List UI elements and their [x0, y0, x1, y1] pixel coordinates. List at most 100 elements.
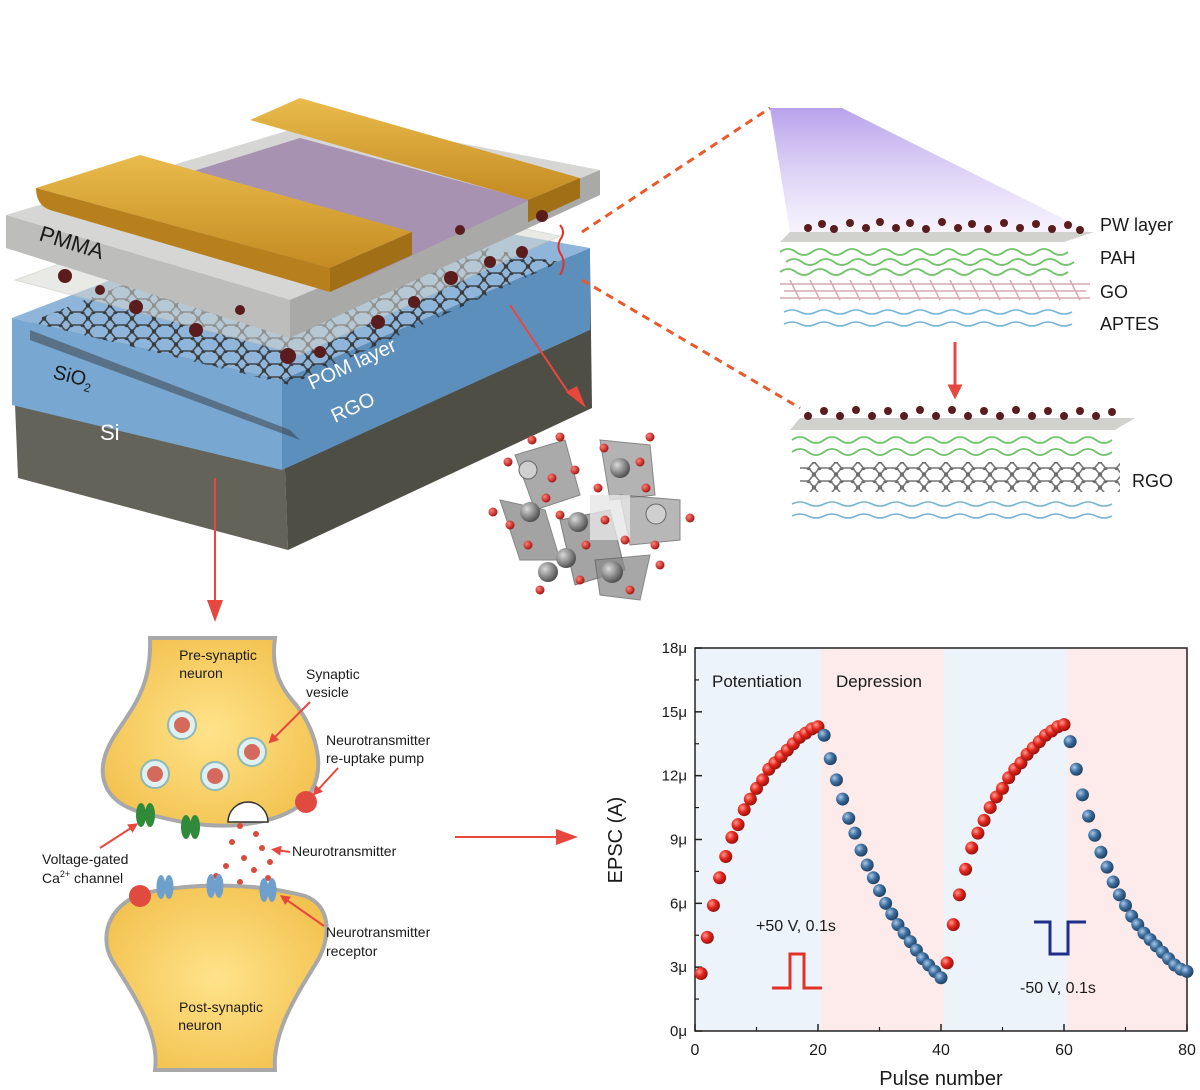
data-point-s2-46 [971, 826, 985, 840]
pah-waves-2 [791, 436, 1113, 456]
x-tick-label-60: 60 [1055, 1042, 1073, 1059]
x-tick-label-80: 80 [1178, 1042, 1196, 1059]
light-beam [770, 108, 1090, 232]
data-point-s1-22 [823, 752, 837, 766]
data-point-s3-63 [1075, 788, 1089, 802]
go-sheets [780, 279, 1090, 301]
pw-particles-2 [804, 406, 1116, 420]
chart-regions [695, 648, 1187, 1031]
data-point-s1-21 [817, 728, 831, 742]
receptor-pointer [279, 895, 325, 927]
data-point-s0-6 [725, 830, 739, 844]
x-axis-label: Pulse number [879, 1068, 1003, 1090]
data-point-s0-1 [694, 967, 708, 981]
positive-pulse-icon [772, 952, 822, 990]
data-point-s1-23 [829, 773, 843, 787]
pom-clusters [58, 210, 548, 364]
data-point-s1-29 [866, 871, 880, 885]
data-point-s0-8 [737, 803, 751, 817]
receptor-label-1: Neurotransmitter [326, 924, 431, 940]
data-point-s2-47 [977, 813, 991, 827]
data-point-s2-44 [959, 862, 973, 876]
reuptake-pump [295, 791, 317, 813]
potentiation-label: Potentiation [712, 672, 802, 691]
data-point-s3-67 [1100, 860, 1114, 874]
pom-molecule [488, 432, 695, 601]
presynaptic-label-2: neuron [179, 665, 223, 681]
pw-layer-label: PW layer [1100, 215, 1173, 235]
pah-waves [779, 248, 1075, 276]
device-to-synapse-arrowhead [207, 600, 223, 622]
data-point-s1-26 [848, 826, 862, 840]
layer-bracket [557, 224, 565, 276]
data-point-s2-45 [965, 841, 979, 855]
vesicle-label-1: Synaptic [306, 666, 360, 682]
chart-points [694, 718, 1194, 985]
pom-zoom-arrowhead [566, 386, 586, 408]
synapse: Pre-synaptic neuron Synaptic vesicle Neu… [42, 636, 431, 1072]
postsynaptic-label-2: neuron [178, 1017, 222, 1033]
sio2-side [282, 248, 590, 470]
data-point-s0-9 [743, 792, 757, 806]
pw-plane-2 [790, 418, 1135, 430]
device-stack: PMMA POM layer RGO SiO2 Si [6, 98, 600, 550]
rgo-edge [30, 330, 300, 440]
pmma-side [290, 170, 600, 338]
x-tick-label-20: 20 [809, 1042, 827, 1059]
region-depression-3 [1067, 648, 1187, 1031]
data-point-s2-48 [983, 801, 997, 815]
data-point-s2-41 [940, 956, 954, 970]
data-point-s3-65 [1088, 828, 1102, 842]
data-point-s3-70 [1119, 898, 1132, 912]
calcium-channels [136, 803, 200, 839]
data-point-s3-80 [1180, 964, 1194, 978]
data-point-s1-24 [836, 792, 850, 806]
data-point-s3-64 [1082, 809, 1096, 823]
presynaptic-label-1: Pre-synaptic [179, 647, 257, 663]
data-point-s1-31 [879, 896, 893, 910]
postsynaptic-cell [104, 883, 329, 1072]
rgo-sheet-2 [800, 462, 1120, 492]
data-point-s2-42 [946, 918, 960, 932]
zoom-line-top [581, 106, 771, 234]
pom-zoom-line [509, 304, 571, 396]
ca-channel-label-1: Voltage-gated [42, 851, 128, 867]
data-point-s1-27 [854, 843, 868, 857]
data-point-s0-7 [731, 818, 745, 832]
data-point-s0-3 [706, 898, 720, 912]
receptor-label-2: receptor [326, 943, 378, 959]
negative-pulse-icon [1034, 920, 1086, 956]
si-label: Si [100, 420, 120, 445]
data-point-s2-43 [952, 888, 966, 902]
go-label: GO [1100, 282, 1128, 302]
data-point-s1-25 [842, 811, 856, 825]
layer-schematic: PW layer PAH GO APTES RGO [770, 108, 1173, 519]
pah-label: PAH [1100, 248, 1136, 268]
postsynaptic-label-1: Post-synaptic [179, 999, 263, 1015]
pw-particles [804, 218, 1084, 234]
pump-label-1: Neurotransmitter [326, 732, 431, 748]
x-tick-label-0: 0 [691, 1042, 700, 1059]
electrode-left [36, 155, 412, 292]
region-potentiation-0 [695, 648, 822, 1031]
y-tick-label-18: 18μ [662, 640, 687, 657]
data-point-s2-60 [1057, 718, 1071, 732]
neurotransmitter-pointer [271, 845, 291, 856]
pump-pointer [312, 767, 339, 796]
region-potentiation-2 [944, 648, 1068, 1031]
synapse-to-chart-arrowhead [556, 829, 578, 845]
depression-label: Depression [836, 672, 922, 691]
aptes-waves [783, 309, 1073, 327]
ca-channel-label-2: Ca2+ channel [42, 869, 123, 886]
rgo-stack-label: RGO [1132, 471, 1173, 491]
y-tick-label-15: 15μ [662, 704, 687, 721]
neurotransmitter-dots [213, 823, 273, 885]
data-point-s3-68 [1106, 875, 1120, 889]
y-tick-label-6: 6μ [670, 895, 687, 912]
data-point-s3-69 [1112, 888, 1126, 902]
y-axis-label: EPSC (A) [605, 797, 627, 884]
data-point-s3-66 [1094, 845, 1108, 859]
